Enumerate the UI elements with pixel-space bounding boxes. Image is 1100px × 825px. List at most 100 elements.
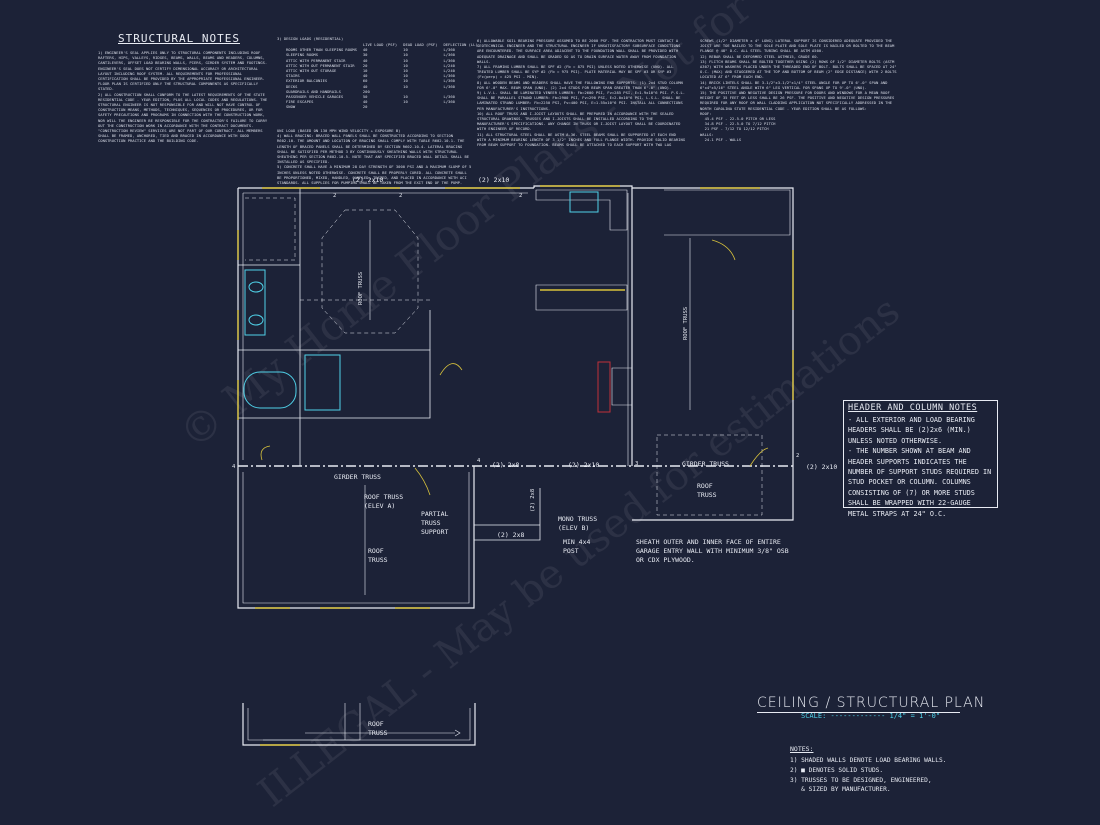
loads-table-cell: 10 [403,78,408,84]
loads-table-cell: 40 [362,83,368,89]
loads-table-cell: L/360 [443,83,455,89]
loads-table-cell: 40 [362,47,368,53]
loads-table-cell: L/360 [443,57,455,63]
loads-table-cell: 30 [362,52,368,58]
loads-table-cell: 60 [362,78,368,84]
loads-table-cell: 20 [362,62,368,68]
notes-list: 1) SHADED WALLS DENOTE LOAD BEARING WALL… [790,756,990,795]
loads-table-cell: 10 [403,57,408,63]
label-roof-truss-1: ROOF TRUSS [358,271,364,305]
loads-table-cell: L/240 [443,62,455,68]
loads-table-cell: 10 [403,99,408,105]
loads-table-cell: ATTIC WITH PERMANENT STAIR [286,57,346,63]
loads-table-cell: L/360 [443,99,455,105]
note-item: 1) SHADED WALLS DENOTE LOAD BEARING WALL… [790,757,947,764]
loads-table-cell: 20 [362,104,368,110]
label-top-2x10-left: (2) 2x10 [352,176,384,184]
label-roof-truss-bottom: ROOF TRUSS [368,720,388,737]
plan-title-rule [757,712,960,713]
stud-count: 2 [333,193,337,199]
label-roof-truss-lower: ROOF TRUSS [368,547,388,564]
loads-header-cell: DEAD LOAD (PSF) [403,42,438,47]
stud-count: 3 [635,461,639,467]
loads-table-cell: STAIRS [286,73,300,79]
loads-table-cell: 10 [403,83,408,89]
structural-notes-title: STRUCTURAL NOTES [118,32,240,45]
label-2x8-c: (2) 2x8 [530,488,536,512]
loads-table-cell: FIRE ESCAPES [286,99,314,105]
label-sheath-note: SHEATH OUTER AND INNER FACE OF ENTIRE GA… [636,538,789,564]
label-min-post: MIN 4x4 POST [563,538,591,555]
loads-table-cell: L/360 [443,94,455,100]
label-roof-truss-elev-a: ROOF TRUSS (ELEV A) [364,493,404,510]
loads-table-cell: L/240 [443,68,455,74]
vanity-fixture [244,269,266,336]
label-right-2x10: (2) 2x10 [806,463,838,471]
loads-table-row: FIRE ESCAPES 40 10 L/360 [283,99,481,104]
garage-truss-area [656,434,763,516]
loads-table-cell: 10 [362,68,368,74]
stud-count: 2 [399,193,403,199]
stud-count: 2 [796,453,800,459]
label-2x8-b: (2) 2x8 [497,531,525,539]
loads-table-cell: L/360 [443,78,455,84]
loads-header-cell: DEFLECTION (LL) [443,42,478,47]
note-item: 3) TRUSSES TO BE DESIGNED, ENGINEERED, [790,776,932,784]
notes-column-1: 1) ENGINEER'S SEAL APPLIES ONLY TO STRUC… [98,50,268,144]
door-swing [439,363,463,376]
loads-table-cell: 10 [403,62,408,68]
exterior-wall-top [238,185,794,466]
loads-table-cell: PASSENGER VEHICLE GARAGES [286,94,344,100]
bathtub-fixture [304,354,341,411]
bottom-fragment-outline [242,703,476,746]
loads-table-cell: L/360 [443,47,455,53]
loads-table-row: SNOW 20 [283,104,481,109]
label-partial-truss-support: PARTIAL TRUSS SUPPORT [421,510,449,536]
loads-table-cell: L/360 [443,73,455,79]
label-girder-truss-right: GIRDER TRUSS [682,460,729,468]
loads-table-cell: ATTIC WITH OUT PERMANENT STAIR [286,62,355,68]
header-column-notes-body: - ALL EXTERIOR AND LOAD BEARING HEADERS … [848,416,992,518]
notes-title: NOTES: [790,745,814,753]
loads-table-cell: GUARDRAILS AND HANDRAILS [286,88,341,94]
loads-table-cell: DECKS [286,83,298,89]
loads-table-cell: SNOW [286,104,296,110]
loads-table-cell: 10 [403,47,408,53]
kitchen-sink [569,191,599,213]
notes-column-2: UNI LOAD (BASED ON 130 MPH WIND VELOCITY… [277,128,472,186]
loads-table-cell: 40 [362,99,368,105]
loads-table-cell: 40 [362,73,368,79]
stud-count: 4 [232,464,236,470]
label-roof-truss-2: ROOF TRUSS [683,306,689,340]
notes-column-3: 6) ALLOWABLE SOIL BEARING PRESSURE ASSUM… [477,38,686,148]
loads-table-cell: 10 [403,73,408,79]
plan-title: CEILING / STRUCTURAL PLAN [757,695,986,711]
loads-header-cell: LIVE LOAD (PSF) [362,42,398,47]
header-column-notes-box [843,400,998,508]
label-2x8-a: (2) 2x8 [492,461,520,469]
label-mid-2x10: (2) 2x10 [568,461,600,469]
garage-wall [632,466,794,521]
lower-wing-outline [237,466,475,609]
design-loads-table: LIVE LOAD (PSF) DEAD LOAD (PSF) DEFLECTI… [283,42,481,110]
loads-table-cell: ROOMS OTHER THAN SLEEPING ROOMS [286,47,357,53]
stud-count: 4 [477,458,481,464]
loads-table-row: DECKS 40 10 L/360 [283,84,481,89]
loads-table-row: ROOMS OTHER THAN SLEEPING ROOMS 40 10 L/360 [283,47,481,52]
loads-table-row: ATTIC WITH OUT PERMANENT STAIR 20 10 L/240 [283,63,481,68]
plan-scale: SCALE: ------------- 1/4" = 1'-0" [801,712,941,720]
note-item: 2) ■ DENOTES SOLID STUDS. [790,766,884,774]
loads-table-row: STAIRS 40 10 L/360 [283,73,481,78]
label-girder-truss-left: GIRDER TRUSS [334,473,381,481]
loads-table-cell: 10 [403,52,408,58]
header-column-notes-title: HEADER AND COLUMN NOTES [848,403,978,413]
design-loads-heading: 3) DESIGN LOADS (RESIDENTIAL) [277,36,344,41]
notes-column-4: SCREWS (1/2" DIAMETER x 4" LONG) LATERAL… [700,38,897,142]
